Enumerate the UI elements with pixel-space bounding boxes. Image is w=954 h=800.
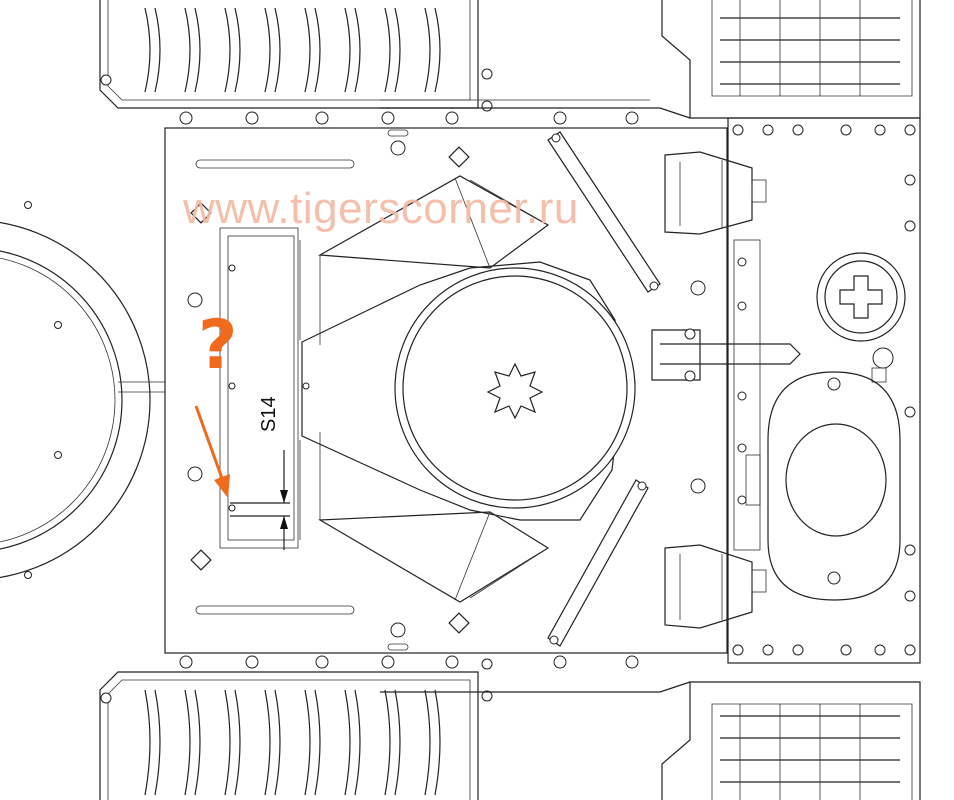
fan-housing (394, 267, 636, 509)
filler-cap (816, 252, 906, 383)
top-left-grille (99, 0, 493, 112)
tow-brackets (547, 131, 661, 647)
bottom-left-grille (99, 658, 493, 800)
left-round-hatch (0, 201, 165, 579)
right-top-grille (380, 0, 921, 119)
question-mark: ? (198, 306, 238, 385)
right-bottom-grille (380, 681, 921, 800)
right-clamps (651, 151, 801, 629)
right-rail (727, 117, 921, 664)
deck-plate (164, 127, 728, 654)
dimension-label: S14 (258, 396, 280, 432)
oval-hatch (745, 371, 901, 601)
dimension-s14 (230, 450, 290, 550)
deck-bolts (179, 111, 706, 669)
orange-arrow (194, 405, 230, 498)
watermark-text: www.tigerscorner.ru (183, 184, 579, 233)
